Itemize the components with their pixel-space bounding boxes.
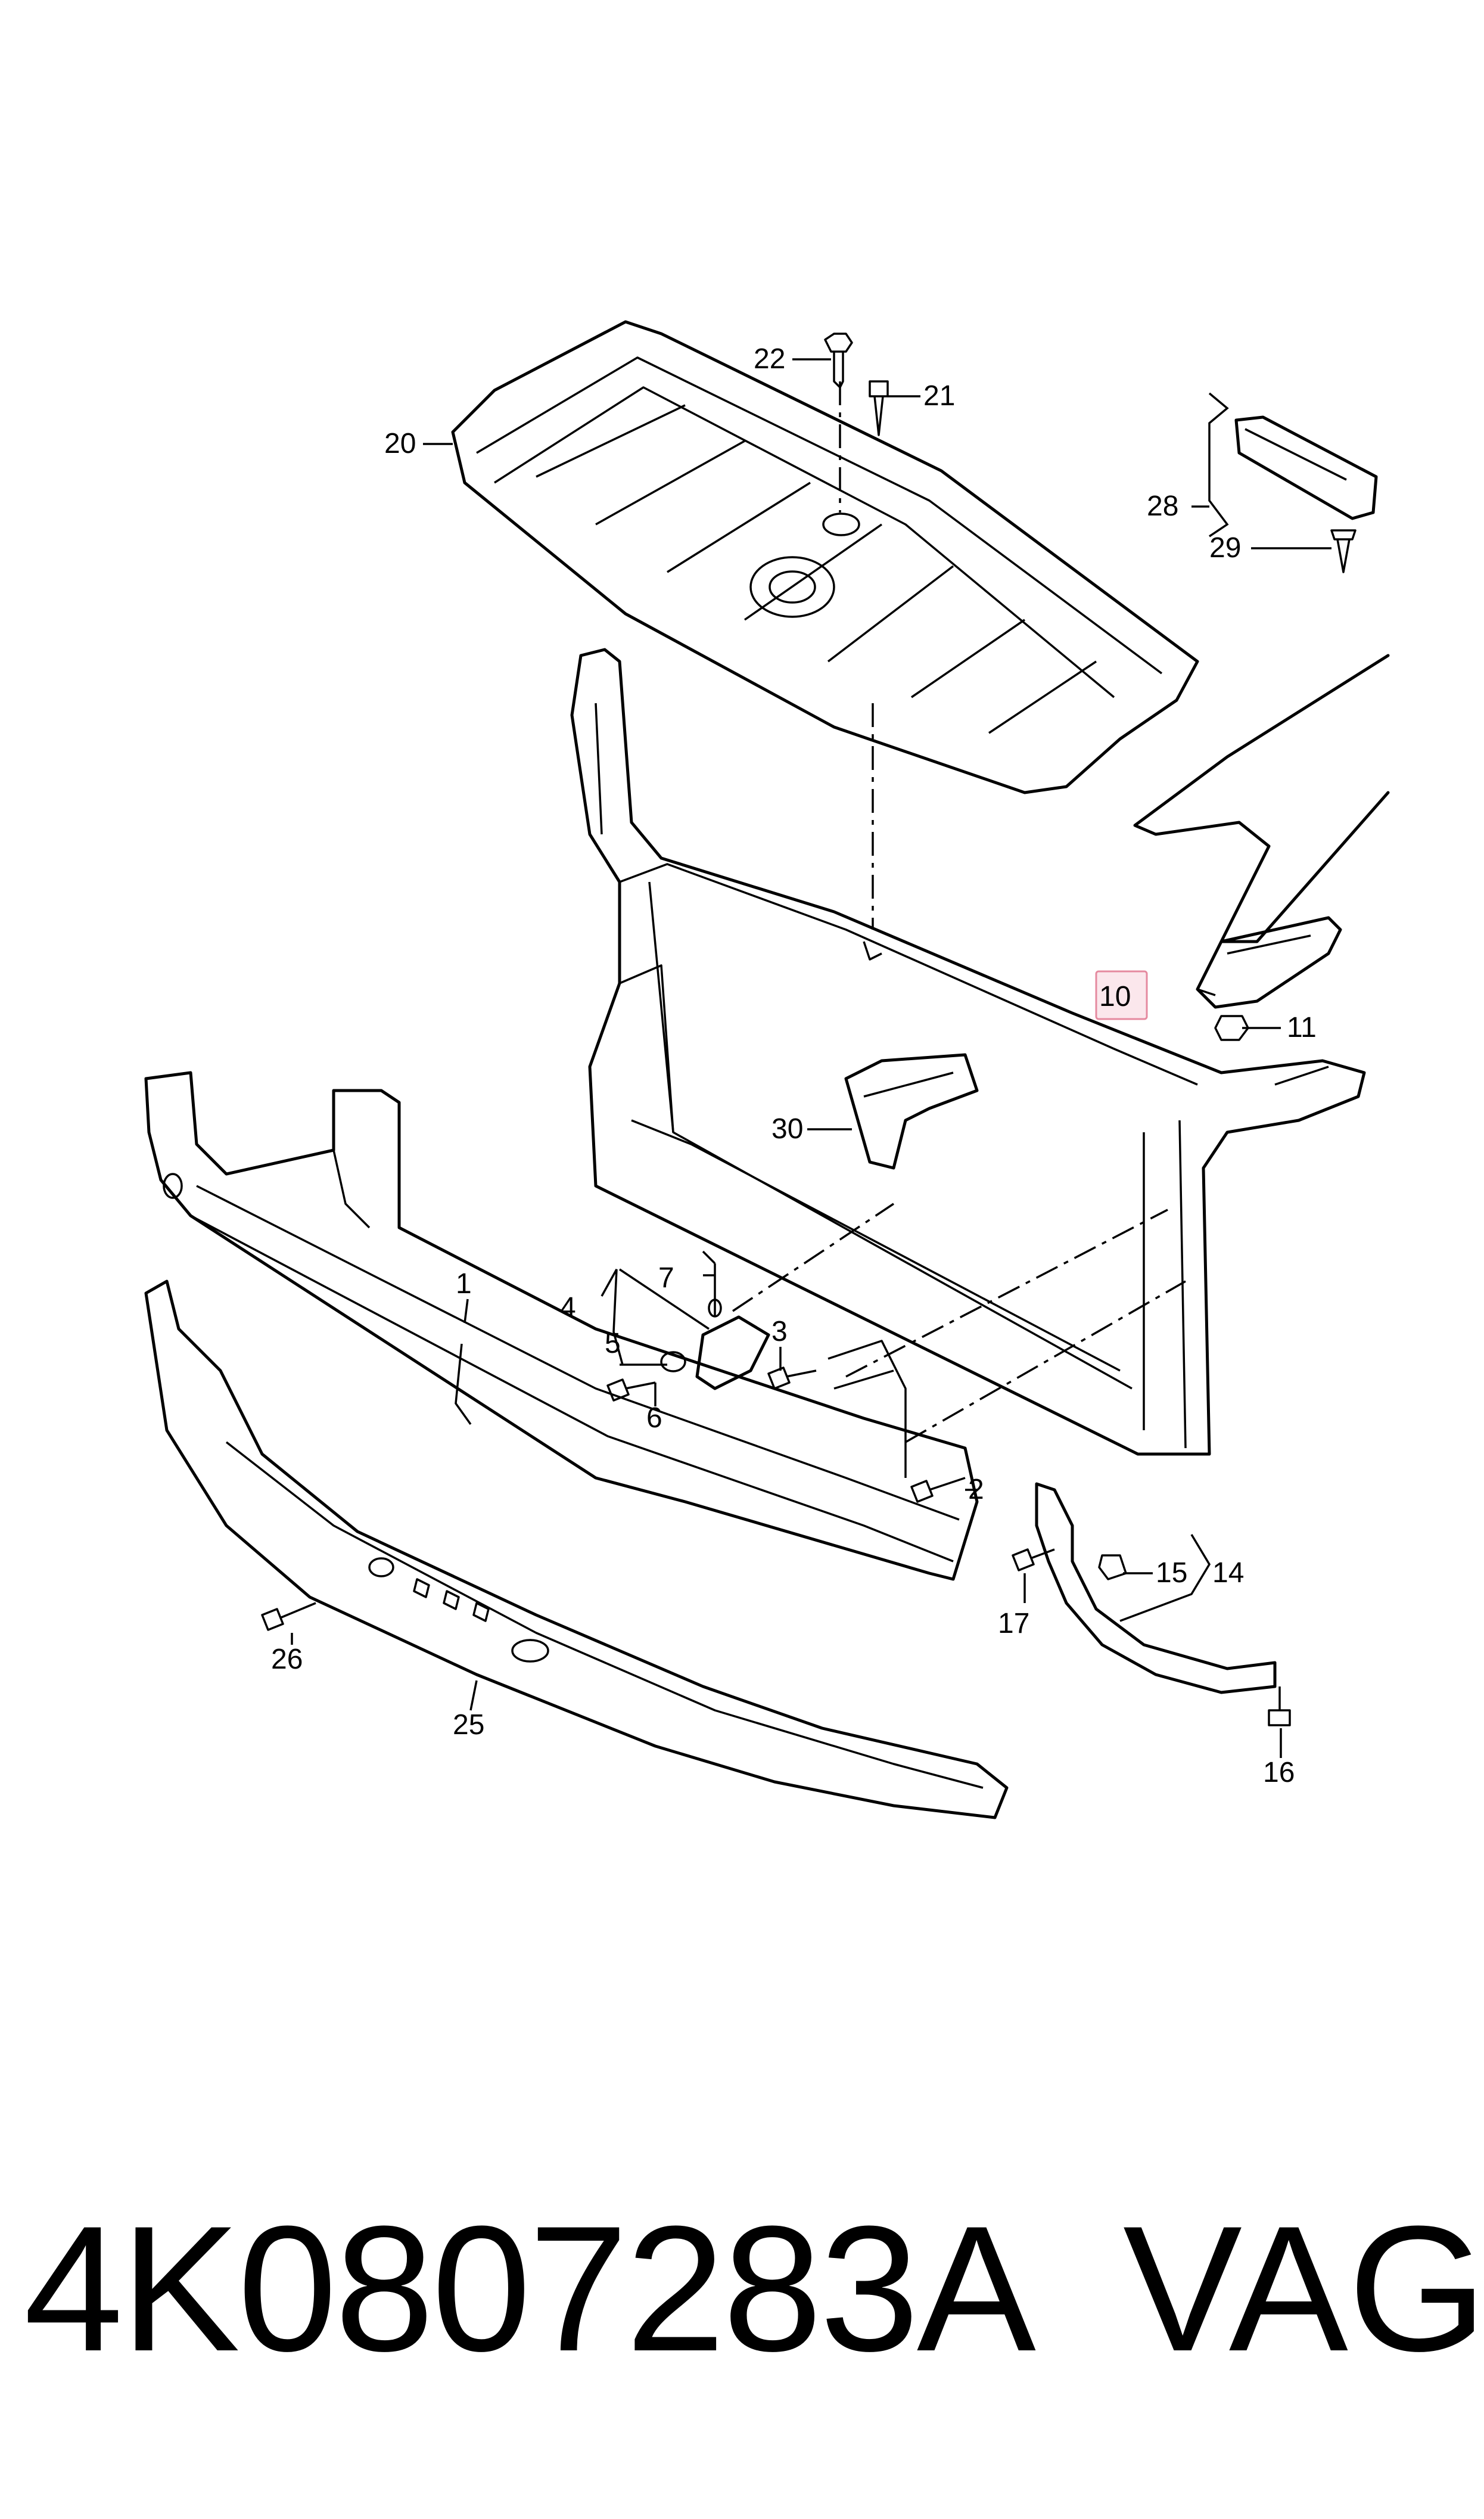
callout-6[interactable]: 6	[646, 1402, 662, 1434]
callout-16[interactable]: 16	[1263, 1757, 1295, 1788]
callout-17[interactable]: 17	[998, 1608, 1029, 1639]
callout-10-highlight	[1095, 970, 1148, 1020]
callout-22[interactable]: 22	[754, 343, 785, 375]
part-7-pin	[708, 1263, 722, 1318]
callout-30[interactable]: 30	[771, 1113, 803, 1145]
fender-outline	[1133, 654, 1390, 943]
part-26-screw	[261, 1602, 316, 1631]
brand-label: VAG	[1123, 2188, 1484, 2388]
callout-11[interactable]: 11	[1287, 1012, 1317, 1043]
part-1-bumper-carrier	[144, 1071, 979, 1581]
part-6-screw	[606, 1378, 656, 1402]
callout-20[interactable]: 20	[384, 428, 416, 459]
callout-2[interactable]: 2	[968, 1474, 984, 1505]
part-17-screw	[1012, 1548, 1055, 1571]
part-25-absorber	[144, 1279, 1009, 1819]
part-28-side-bracket	[1234, 415, 1378, 520]
part-number-label: 4K0807283A	[24, 2188, 1036, 2388]
part-14-cable-bracket	[1035, 1482, 1277, 1694]
part-29-screw	[1330, 529, 1357, 573]
callout-1[interactable]: 1	[456, 1268, 472, 1300]
part-22-clip	[824, 333, 853, 389]
callout-14[interactable]: 14	[1212, 1557, 1244, 1589]
alignment-lines	[702, 381, 1186, 1443]
callout-28[interactable]: 28	[1147, 490, 1178, 522]
part-2-screw	[910, 1477, 966, 1503]
callout-10[interactable]: 10	[1099, 981, 1131, 1012]
callout-3[interactable]: 3	[771, 1316, 788, 1347]
callout-7[interactable]: 7	[658, 1262, 674, 1294]
callout-5[interactable]: 5	[605, 1328, 621, 1359]
part-20-upper-cover	[451, 320, 1199, 794]
part-16-screw	[1268, 1686, 1291, 1726]
lock-carrier	[570, 648, 1366, 1456]
part-30-bracket	[844, 1053, 979, 1170]
callout-15[interactable]: 15	[1156, 1557, 1187, 1589]
part-5-washer	[660, 1351, 686, 1372]
callout-4[interactable]: 4	[560, 1292, 576, 1324]
part-3-screw	[767, 1366, 817, 1390]
leader-lines	[291, 358, 1331, 1758]
callout-21[interactable]: 21	[923, 380, 955, 412]
part-10-fender-bracket	[1196, 916, 1342, 1009]
callout-29[interactable]: 29	[1209, 532, 1241, 564]
callout-26[interactable]: 26	[271, 1644, 303, 1675]
part-21-screw	[869, 380, 889, 436]
part-11-nut	[1214, 1015, 1249, 1041]
callout-25[interactable]: 25	[453, 1709, 484, 1741]
part-4-hood-lock-bracket	[695, 1315, 770, 1390]
callouts: 1 2 3 4 5 6 7 10 11 14 15 16 17 20 21 22…	[271, 343, 1317, 1788]
part-15-clip	[1098, 1554, 1127, 1580]
